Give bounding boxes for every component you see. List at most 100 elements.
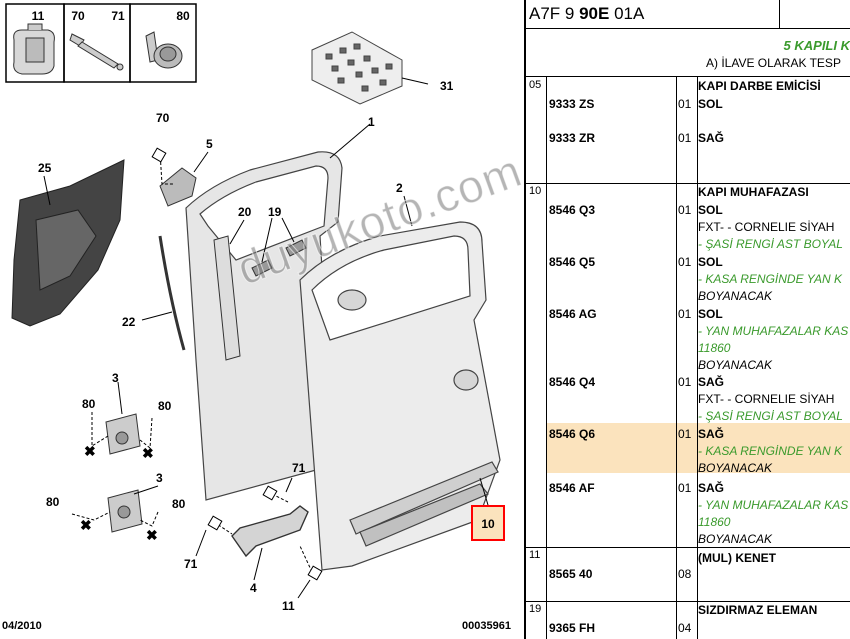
- part-description: SAĞ: [698, 131, 725, 145]
- part-quantity: 01: [678, 203, 692, 217]
- part-description: (MUL) KENET: [698, 551, 776, 565]
- bumper-5-drawing: [159, 167, 197, 207]
- footer-date: 04/2010: [2, 620, 42, 632]
- group-number: 11: [529, 549, 541, 561]
- box-label-80: 80: [176, 9, 190, 23]
- group-05: 05 KAPI DARBE EMİCİSİ 9333 ZS 01 SOL 9333 ZR 0…: [526, 77, 850, 184]
- callout-2: 2: [396, 181, 403, 195]
- box-label-71: 71: [111, 9, 125, 23]
- part-quantity: 08: [678, 567, 692, 581]
- part-quantity: 01: [678, 255, 692, 269]
- callout-31: 31: [440, 79, 454, 93]
- highlight-callout-box[interactable]: [471, 505, 505, 541]
- part-description: SIZDIRMAZ ELEMAN: [698, 603, 818, 617]
- rivet-drawing: [69, 33, 124, 71]
- seal-20-drawing: [213, 235, 241, 361]
- callout-3-upper: 3: [112, 371, 119, 385]
- part-description: FXT- - CORNELIE SİYAH: [698, 220, 835, 234]
- callout-25: 25: [38, 161, 52, 175]
- part-quantity: 01: [678, 481, 692, 495]
- clip-11-drawing: [13, 23, 55, 75]
- clip-set-31-drawing: [311, 31, 403, 105]
- callout-1: 1: [368, 115, 375, 129]
- part-reference[interactable]: 8546 Q6: [549, 427, 596, 441]
- part-description: - YAN MUHAFAZALAR KAS: [698, 498, 849, 512]
- part-description: SAĞ: [698, 375, 725, 389]
- seals-19-drawing: [251, 239, 307, 277]
- callout-4: 4: [250, 581, 257, 595]
- door-shell-2-drawing: [299, 221, 501, 571]
- callout-10: 10: [481, 517, 495, 531]
- part-description: SOL: [698, 307, 723, 321]
- part-quantity: 04: [678, 621, 692, 635]
- part-quantity: 01: [678, 97, 692, 111]
- part-description: SAĞ: [698, 481, 725, 495]
- highlighted-row: [547, 423, 850, 473]
- part-description: 11860: [698, 515, 731, 529]
- part-quantity: 01: [678, 131, 692, 145]
- part-reference[interactable]: 8546 Q3: [549, 203, 596, 217]
- table-subheader: 5 KAPILI K A) İLAVE OLARAK TESP: [526, 28, 850, 77]
- svg-text:✖: ✖: [84, 443, 96, 459]
- screw-drawing: [145, 31, 183, 69]
- part-description: - YAN MUHAFAZALAR KAS: [698, 324, 849, 338]
- callout-80-upper-right: 80: [158, 399, 172, 413]
- part-description: SOL: [698, 97, 723, 111]
- callout-80-lower-right: 80: [172, 497, 186, 511]
- group-number: 19: [529, 603, 542, 615]
- part-description: BOYANACAK: [698, 358, 773, 372]
- svg-text:✖: ✖: [146, 527, 158, 543]
- group-number: 10: [529, 185, 542, 197]
- part-description: BOYANACAK: [698, 461, 773, 475]
- part-description: SAĞ: [698, 427, 725, 441]
- hinge-upper-drawing: [105, 413, 141, 455]
- group-19: 19 SIZDIRMAZ ELEMAN 9365 FH 04: [526, 601, 850, 639]
- hardware-boxes: [5, 3, 197, 83]
- part-description: - ŞASİ RENGİ AST BOYAL: [698, 409, 843, 423]
- strip-22-drawing: [158, 235, 186, 351]
- column-divider: [524, 0, 526, 639]
- handle-4-drawing: [231, 505, 309, 558]
- part-description: - ŞASİ RENGİ AST BOYAL: [698, 237, 843, 251]
- part-description: - KASA RENGİNDE YAN K: [698, 444, 843, 458]
- part-description: FXT- - CORNELIE SİYAH: [698, 392, 835, 406]
- part-description: KAPI MUHAFAZASI: [698, 185, 809, 199]
- box-label-11: 11: [32, 9, 45, 23]
- model-title: 5 KAPILI K: [783, 38, 850, 53]
- part-reference[interactable]: 8546 AG: [549, 307, 597, 321]
- spec-note: A) İLAVE OLARAK TESP: [706, 56, 841, 70]
- callout-80-lower-left: 80: [46, 495, 60, 509]
- group-number: 05: [529, 79, 542, 91]
- part-quantity: 01: [678, 427, 692, 441]
- callout-80-upper-left: 80: [82, 397, 96, 411]
- box-label-70: 70: [71, 9, 85, 23]
- callout-3-lower: 3: [156, 471, 163, 485]
- callout-71-lower: 71: [184, 557, 198, 571]
- callout-20: 20: [238, 205, 252, 219]
- part-description: KAPI DARBE EMİCİSİ: [698, 79, 821, 93]
- table-header: A7F 9 90E 01A: [526, 0, 850, 29]
- part-reference[interactable]: 8546 Q4: [549, 375, 596, 389]
- part-reference[interactable]: 9333 ZR: [549, 131, 596, 145]
- part-reference[interactable]: 8546 Q5: [549, 255, 596, 269]
- group-11: 11 (MUL) KENET 8565 40 08: [526, 547, 850, 602]
- svg-text:✖: ✖: [80, 517, 92, 533]
- part-description: SOL: [698, 255, 723, 269]
- part-reference[interactable]: 9365 FH: [549, 621, 596, 635]
- svg-text:✖: ✖: [142, 445, 154, 461]
- parts-diagram-svg: 11 70 71 80: [5, 3, 505, 613]
- part-quantity: 01: [678, 375, 692, 389]
- box-80: [129, 3, 197, 83]
- part-reference[interactable]: 9333 ZS: [549, 97, 595, 111]
- part-description: BOYANACAK: [698, 289, 773, 303]
- part-description: BOYANACAK: [698, 532, 773, 546]
- callout-22: 22: [122, 315, 136, 329]
- part-description: 11860: [698, 341, 731, 355]
- hinge-lower-drawing: [107, 489, 143, 533]
- part-reference[interactable]: 8565 40: [549, 567, 593, 581]
- parts-table: A7F 9 90E 01A 5 KAPILI K A) İLAVE OLARAK…: [526, 0, 850, 639]
- drawing-reference: A7F 9 90E 01A: [529, 4, 645, 23]
- callout-5: 5: [206, 137, 213, 151]
- part-reference[interactable]: 8546 AF: [549, 481, 595, 495]
